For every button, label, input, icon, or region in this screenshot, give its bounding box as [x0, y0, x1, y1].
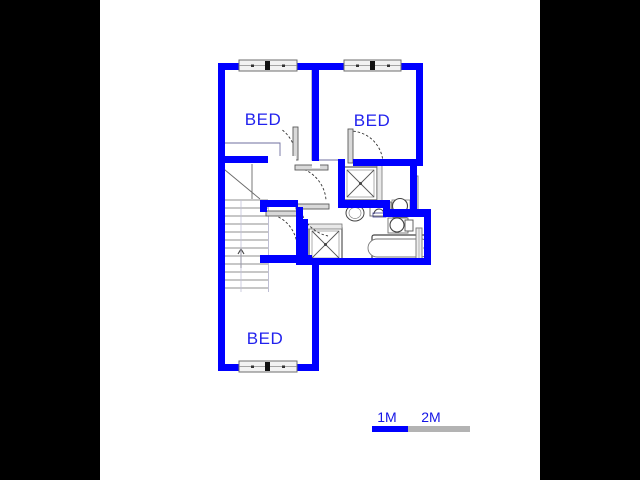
letterbox-left: [0, 0, 100, 480]
window-left-bedroom: [238, 59, 298, 72]
floorplan-drawing: BED BED BED 1M 2M: [218, 59, 470, 432]
window-right-bedroom: [343, 59, 402, 72]
room-label-bed-bottom: BED: [247, 329, 283, 348]
bathtub: [367, 234, 431, 262]
scale-label-1m: 1M: [377, 409, 396, 425]
toilet-lower: [387, 217, 414, 234]
door-openings: [267, 156, 320, 168]
staircase: [218, 163, 268, 293]
door-swings: [265, 126, 384, 247]
scale-label-2m: 2M: [421, 409, 440, 425]
scale-bar: 1M 2M: [372, 409, 470, 432]
letterbox-right: [540, 0, 640, 480]
scale-segment-grey: [408, 426, 470, 432]
shower-upper: [343, 162, 383, 202]
scale-segment-blue: [372, 426, 408, 432]
floorplan-paper: BED BED BED 1M 2M: [100, 0, 540, 480]
bathroom-door-panel: [415, 227, 423, 263]
room-label-bed-right: BED: [354, 111, 390, 130]
window-rear-bedroom: [238, 360, 298, 373]
shower-lower: [303, 223, 343, 262]
walls-overlay: [218, 156, 312, 265]
room-label-bed-left: BED: [245, 110, 281, 129]
